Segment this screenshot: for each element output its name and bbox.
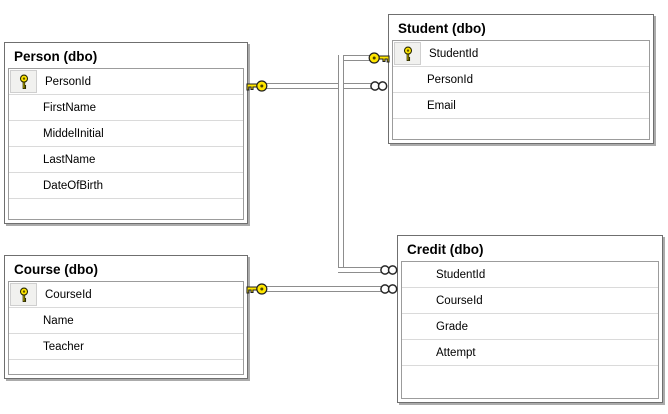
- icon-cell-empty: [402, 262, 429, 287]
- table-row[interactable]: Grade: [402, 314, 658, 340]
- column-name: DateOfBirth: [43, 179, 104, 192]
- icon-cell-empty: [393, 67, 420, 92]
- table-row[interactable]: PersonId: [9, 69, 243, 95]
- column-name: Grade: [436, 320, 468, 333]
- key-icon[interactable]: [246, 79, 268, 93]
- column-name: PersonId: [427, 73, 474, 86]
- relationship-student-credit-line-top[interactable]: [338, 55, 378, 61]
- icon-cell-empty: [9, 121, 36, 146]
- primary-key-icon: [394, 42, 421, 65]
- infinity-icon[interactable]: [369, 80, 388, 92]
- table-row[interactable]: DateOfBirth: [9, 173, 243, 199]
- primary-key-icon: [10, 70, 37, 93]
- primary-key-icon: [10, 283, 37, 306]
- icon-cell-empty: [393, 93, 420, 118]
- table-student[interactable]: Student (dbo) StudentId PersonId Email: [388, 14, 654, 144]
- table-row[interactable]: PersonId: [393, 67, 649, 93]
- table-row[interactable]: LastName: [9, 147, 243, 173]
- relationship-course-credit-line[interactable]: [264, 286, 384, 292]
- column-name: LastName: [43, 153, 96, 166]
- table-row[interactable]: Name: [9, 308, 243, 334]
- table-grid: StudentId PersonId Email: [392, 40, 650, 140]
- table-grid: CourseId Name Teacher: [8, 281, 244, 375]
- icon-cell-empty: [9, 334, 36, 359]
- column-name: Teacher: [43, 340, 84, 353]
- table-grid: StudentId CourseId Grade Attempt: [401, 261, 659, 399]
- icon-cell-empty: [9, 147, 36, 172]
- relationship-person-student-line[interactable]: [264, 83, 376, 89]
- table-row[interactable]: Email: [393, 93, 649, 119]
- icon-cell-empty: [9, 308, 36, 333]
- icon-cell-empty: [402, 340, 429, 365]
- table-course[interactable]: Course (dbo) CourseId Name Teacher: [4, 255, 248, 379]
- infinity-icon[interactable]: [379, 283, 398, 295]
- relationship-student-credit-line-bottom[interactable]: [338, 267, 384, 273]
- column-name: CourseId: [45, 288, 92, 301]
- column-name: MiddelInitial: [43, 127, 104, 140]
- icon-cell-empty: [9, 95, 36, 120]
- infinity-icon[interactable]: [379, 264, 398, 276]
- column-name: StudentId: [436, 268, 486, 281]
- column-name: CourseId: [436, 294, 483, 307]
- icon-cell-empty: [402, 288, 429, 313]
- table-title: Course (dbo): [14, 262, 98, 277]
- table-row[interactable]: StudentId: [402, 262, 658, 288]
- relationship-student-credit-line-vertical[interactable]: [338, 55, 344, 273]
- key-icon[interactable]: [368, 51, 390, 65]
- table-title: Person (dbo): [14, 49, 98, 64]
- table-grid: PersonId FirstName MiddelInitial LastNam…: [8, 68, 244, 220]
- column-name: StudentId: [429, 47, 479, 60]
- column-name: Attempt: [436, 346, 476, 359]
- table-row[interactable]: CourseId: [402, 288, 658, 314]
- column-name: Name: [43, 314, 74, 327]
- column-name: Email: [427, 99, 456, 112]
- column-name: PersonId: [45, 75, 92, 88]
- table-title: Credit (dbo): [407, 242, 484, 257]
- icon-cell-empty: [402, 314, 429, 339]
- table-row[interactable]: Attempt: [402, 340, 658, 366]
- key-icon[interactable]: [246, 282, 268, 296]
- table-row[interactable]: MiddelInitial: [9, 121, 243, 147]
- column-name: FirstName: [43, 101, 97, 114]
- table-credit[interactable]: Credit (dbo) StudentId CourseId Grade At…: [397, 235, 663, 403]
- table-row[interactable]: Teacher: [9, 334, 243, 360]
- table-person[interactable]: Person (dbo) PersonId FirstName MiddelIn…: [4, 42, 248, 224]
- table-row[interactable]: CourseId: [9, 282, 243, 308]
- table-row[interactable]: StudentId: [393, 41, 649, 67]
- table-title: Student (dbo): [398, 21, 486, 36]
- table-row[interactable]: FirstName: [9, 95, 243, 121]
- icon-cell-empty: [9, 173, 36, 198]
